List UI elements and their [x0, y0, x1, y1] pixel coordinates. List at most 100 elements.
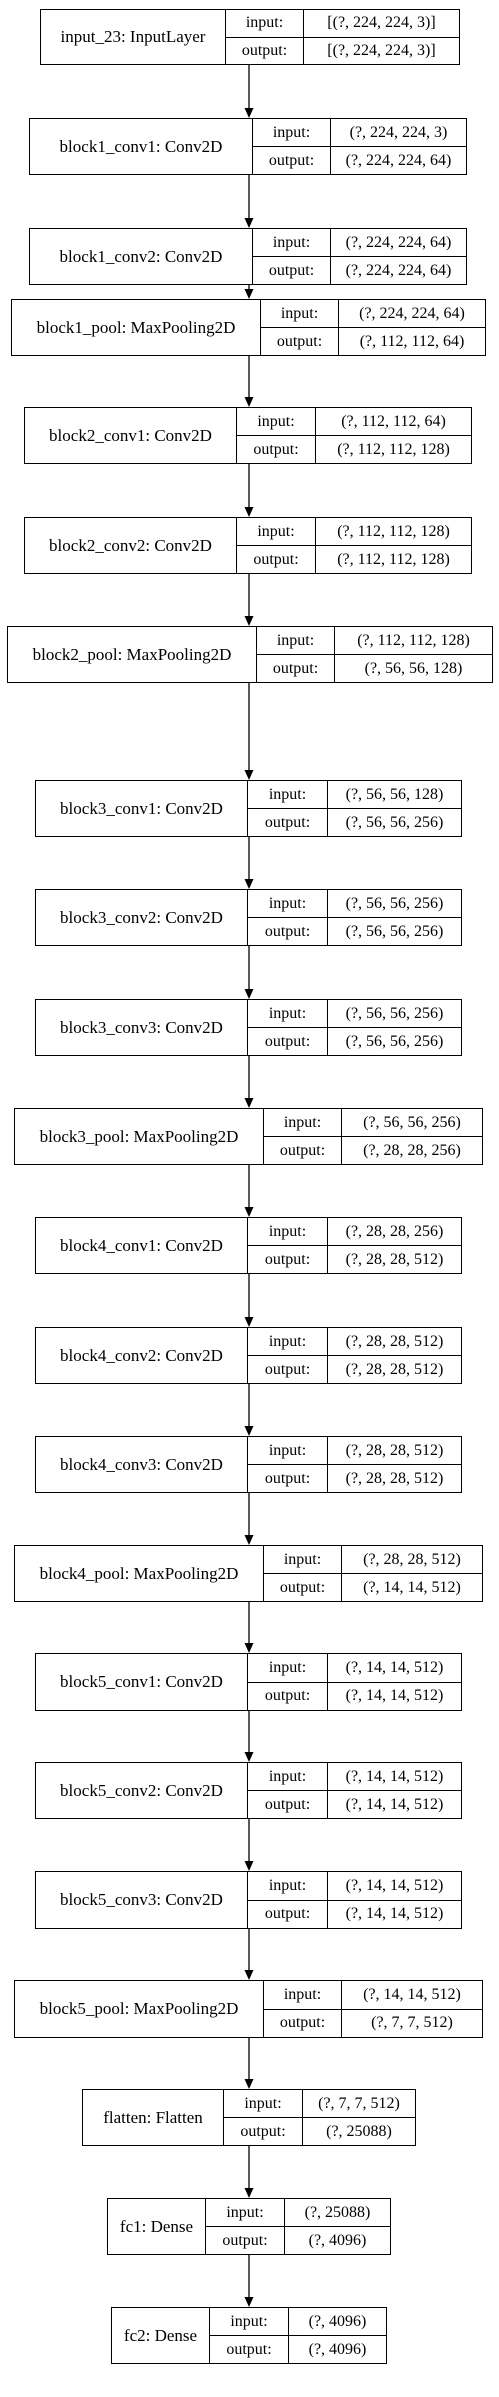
- arrowhead: [244, 616, 254, 626]
- input-label: input:: [248, 781, 327, 809]
- output-label: output:: [264, 1032, 311, 1050]
- input-label: input:: [248, 1763, 327, 1791]
- input-shape: (?, 14, 14, 512): [328, 1763, 461, 1791]
- input-label: input:: [253, 229, 330, 257]
- output-shape: (?, 56, 56, 256): [345, 813, 444, 831]
- layer-name: block2_conv1: Conv2D: [25, 408, 237, 463]
- output-label: output:: [279, 1141, 326, 1159]
- io-labels: input:output:: [264, 1981, 342, 2037]
- io-shapes: (?, 4096)(?, 4096): [289, 2308, 386, 2363]
- io-shapes: (?, 14, 14, 512)(?, 14, 14, 512): [328, 1872, 461, 1928]
- input-label: input:: [264, 1109, 341, 1137]
- layer-name: block4_pool: MaxPooling2D: [15, 1546, 264, 1601]
- io-shapes: (?, 56, 56, 128) (?, 56, 56, 256): [328, 781, 461, 836]
- io-shapes: (?, 14, 14, 512)(?, 7, 7, 512): [342, 1981, 482, 2037]
- io-shapes: [(?, 224, 224, 3)] [(?, 224, 224, 3)]: [304, 10, 459, 64]
- layer-name: block2_pool: MaxPooling2D: [8, 627, 257, 682]
- layer-name: block5_pool: MaxPooling2D: [15, 1981, 264, 2037]
- input-shape: (?, 56, 56, 256): [328, 890, 461, 918]
- layer-name: block4_conv1: Conv2D: [36, 1218, 248, 1273]
- input-shape: (?, 224, 224, 64): [339, 300, 485, 328]
- arrowhead: [244, 507, 254, 517]
- output-label: output:: [264, 1795, 311, 1813]
- io-labels: input:output:: [261, 300, 339, 355]
- io-shapes: (?, 25088)(?, 4096): [285, 2199, 390, 2254]
- io-labels: input: output:: [253, 229, 331, 284]
- output-label: output:: [268, 261, 315, 279]
- io-shapes: (?, 56, 56, 256)(?, 28, 28, 256): [342, 1109, 482, 1164]
- input-label: input:: [248, 1654, 327, 1683]
- output-label: output:: [241, 41, 288, 59]
- layer-name: block3_conv1: Conv2D: [36, 781, 248, 836]
- input-label: input:: [257, 627, 334, 655]
- output-shape: (?, 56, 56, 128): [364, 659, 463, 677]
- io-labels: input: output:: [248, 1872, 328, 1928]
- output-label: output:: [279, 2014, 326, 2032]
- io-labels: input:output:: [237, 518, 316, 573]
- input-shape: (?, 28, 28, 512): [342, 1546, 482, 1574]
- output-shape: [(?, 224, 224, 3)]: [327, 41, 436, 59]
- input-shape: (?, 112, 112, 128): [316, 518, 471, 546]
- layer-name: block5_conv1: Conv2D: [36, 1654, 248, 1710]
- arrowhead: [244, 1643, 254, 1653]
- output-label: output:: [268, 151, 315, 169]
- arrowhead: [244, 1207, 254, 1217]
- output-shape: (?, 14, 14, 512): [345, 1795, 444, 1813]
- output-shape: (?, 56, 56, 256): [345, 1032, 444, 1050]
- io-labels: input:output:: [248, 1437, 328, 1492]
- input-shape: (?, 112, 112, 128): [335, 627, 492, 655]
- input-label: input:: [237, 408, 315, 436]
- output-shape: (?, 4096): [308, 2340, 367, 2358]
- input-shape: (?, 28, 28, 512): [328, 1437, 461, 1465]
- input-shape: (?, 56, 56, 256): [342, 1109, 482, 1137]
- input-label: input:: [224, 2090, 302, 2118]
- arrowhead: [244, 108, 254, 118]
- arrowhead: [244, 289, 254, 299]
- io-shapes: (?, 56, 56, 256) (?, 56, 56, 256): [328, 890, 461, 945]
- output-label: output:: [264, 1905, 311, 1923]
- arrowhead: [244, 1970, 254, 1980]
- input-shape: [(?, 224, 224, 3)]: [304, 10, 459, 38]
- layer-name: block1_conv1: Conv2D: [30, 119, 253, 174]
- input-shape: (?, 14, 14, 512): [342, 1981, 482, 2010]
- input-label: input:: [248, 1000, 327, 1028]
- output-label: output:: [253, 440, 299, 458]
- io-shapes: (?, 28, 28, 512)(?, 14, 14, 512): [342, 1546, 482, 1601]
- input-label: input:: [261, 300, 338, 328]
- input-label: input:: [206, 2199, 284, 2227]
- output-label: output:: [264, 1250, 311, 1268]
- output-shape: (?, 224, 224, 64): [345, 151, 452, 169]
- output-shape: (?, 14, 14, 512): [345, 1687, 444, 1705]
- io-shapes: (?, 56, 56, 256)(?, 56, 56, 256): [328, 1000, 461, 1055]
- input-shape: (?, 7, 7, 512): [303, 2090, 415, 2118]
- io-labels: input:output:: [206, 2199, 285, 2254]
- input-shape: (?, 112, 112, 64): [316, 408, 471, 436]
- output-label: output:: [264, 813, 311, 831]
- io-labels: input: output:: [264, 1109, 342, 1164]
- output-label: output:: [253, 550, 299, 568]
- output-shape: (?, 28, 28, 512): [345, 1469, 444, 1487]
- arrowhead: [244, 1426, 254, 1436]
- output-shape: (?, 56, 56, 256): [345, 922, 444, 940]
- input-shape: (?, 56, 56, 128): [328, 781, 461, 809]
- layer-name: block3_conv3: Conv2D: [36, 1000, 248, 1055]
- layer-name: block4_conv3: Conv2D: [36, 1437, 248, 1492]
- io-labels: input:output:: [210, 2308, 289, 2363]
- output-label: output:: [279, 1578, 326, 1596]
- output-label: output:: [264, 1469, 311, 1487]
- output-label: output:: [264, 1687, 311, 1705]
- input-shape: (?, 28, 28, 512): [328, 1328, 461, 1356]
- io-shapes: (?, 28, 28, 512) (?, 28, 28, 512): [328, 1437, 461, 1492]
- input-label: input:: [248, 1872, 327, 1901]
- io-shapes: (?, 224, 224, 3)(?, 224, 224, 64): [331, 119, 466, 174]
